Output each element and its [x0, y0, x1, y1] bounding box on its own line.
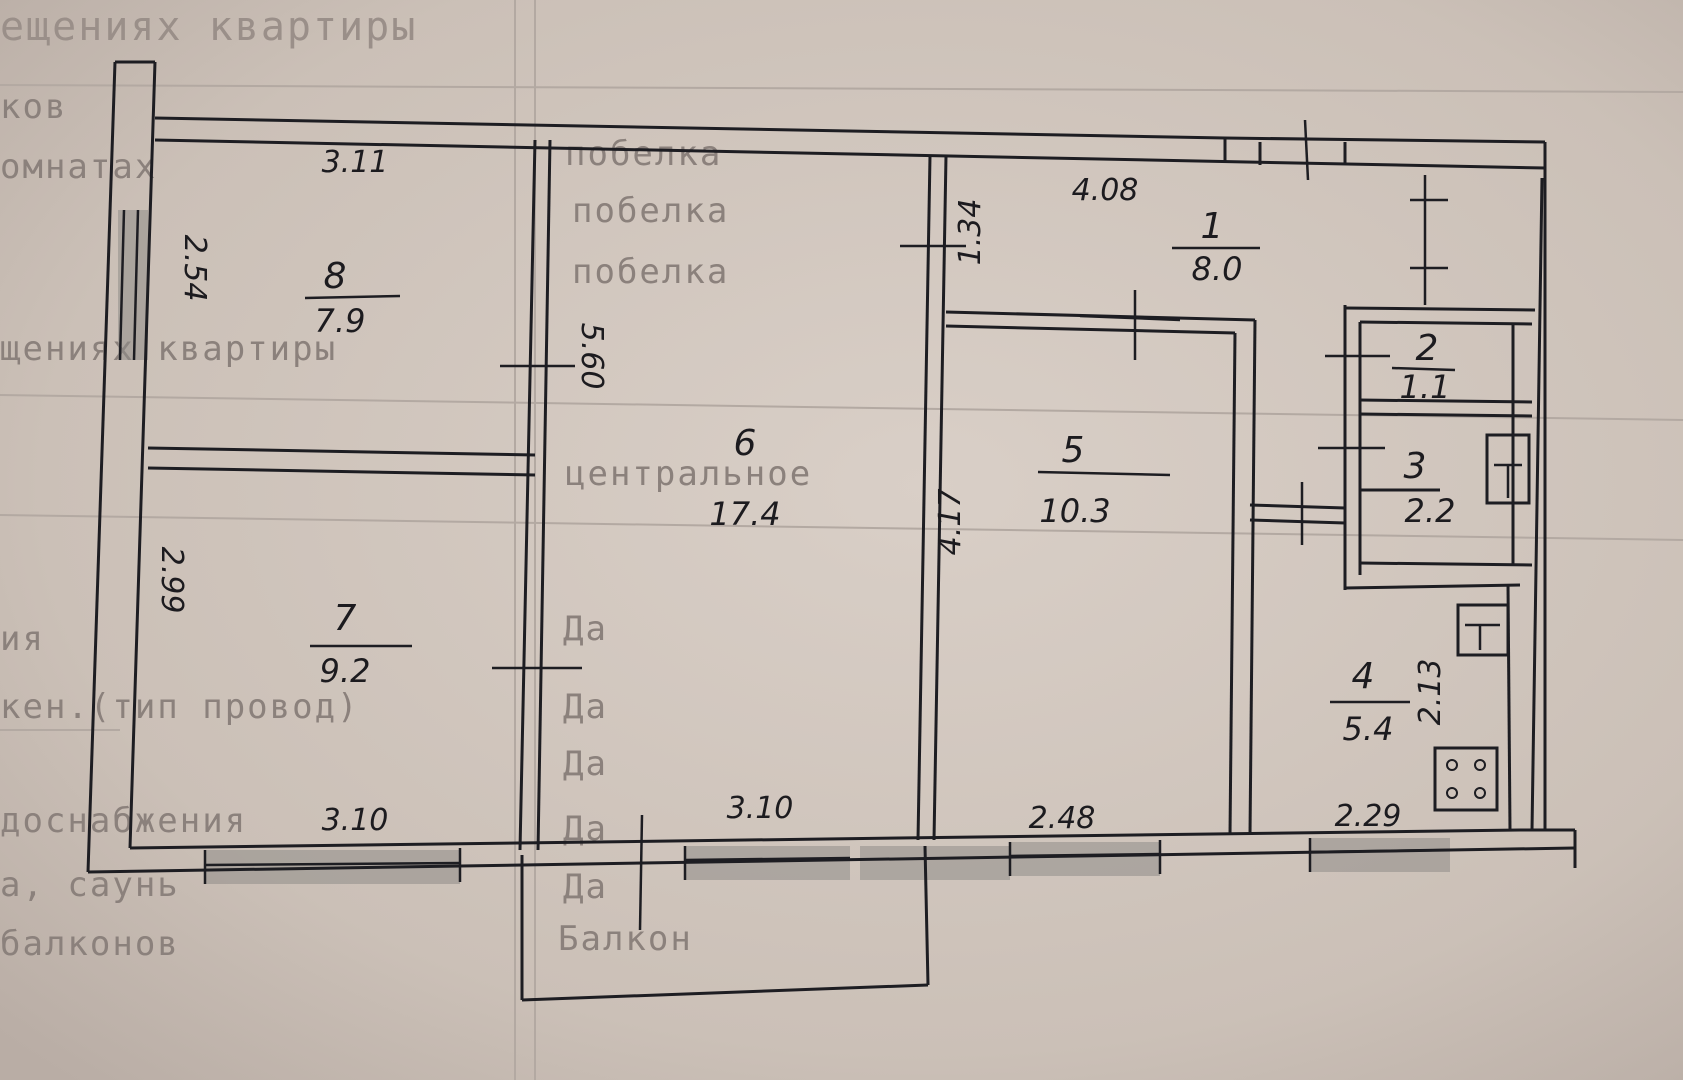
finish-entry-2: побелка: [572, 191, 729, 231]
svg-text:9.2: 9.2: [320, 652, 371, 690]
form-fragment-6: доснабжения: [0, 801, 247, 841]
svg-text:8.0: 8.0: [1192, 250, 1243, 288]
dim-room6-width: 3.10: [727, 791, 794, 826]
room-2-label: 2 1.1: [1391, 328, 1456, 406]
dim-room5-width: 2.48: [1029, 801, 1096, 836]
svg-text:17.4: 17.4: [709, 495, 780, 533]
dim-room4-depth: 2.13: [1413, 659, 1448, 726]
room-5-label: 5 10.3: [1037, 430, 1171, 530]
dim-room6-depth: 5.60: [574, 323, 609, 390]
window-room5: [1010, 842, 1160, 876]
dim-room8-width: 3.11: [322, 145, 389, 180]
room-3-label: 3 2.2: [1404, 446, 1456, 530]
svg-text:2: 2: [1416, 328, 1439, 369]
window-room4: [1310, 838, 1450, 872]
finish-entry-1: побелка: [565, 134, 722, 174]
finish-entry-4: центральное: [565, 454, 812, 494]
bathtub-fixture: [1485, 433, 1531, 505]
dim-room4-width: 2.29: [1335, 799, 1402, 834]
form-fragment-1: ков: [0, 87, 67, 127]
room-4-label: 4 5.4: [1330, 656, 1410, 748]
form-fragment-3: щениях квартиры: [0, 329, 337, 369]
door-marks: [492, 175, 1448, 931]
svg-text:2.2: 2.2: [1405, 492, 1456, 530]
finish-entry-balcony: Балкон: [558, 919, 693, 959]
svg-text:4: 4: [1352, 656, 1375, 697]
background-form-text: ещениях квартиры ков омнатах щениях квар…: [0, 4, 812, 964]
dim-room1-width: 4.08: [1072, 173, 1139, 208]
room-7-label: 7 9.2: [310, 598, 412, 690]
finish-entry-5: Да: [563, 609, 608, 649]
stove-icon: [1433, 746, 1499, 812]
dim-room7-width: 3.10: [322, 803, 389, 838]
svg-text:8: 8: [324, 256, 347, 297]
finish-entry-7: Да: [563, 744, 608, 784]
svg-text:3: 3: [1404, 446, 1427, 487]
finish-entry-3: побелка: [572, 252, 729, 292]
dimension-labels: 3.11 2.54 4.08 1.34 5.60 2.99 4.17 2.13 …: [154, 145, 1448, 838]
room-labels: 8 7.9 7 9.2 6 17.4 5 10.3 1 8.0 2 1.1: [304, 206, 1456, 748]
svg-text:7.9: 7.9: [315, 302, 366, 340]
windows: [118, 210, 1450, 884]
form-fragment-5: кен.(тип провод): [0, 687, 360, 727]
form-header-fragment: ещениях квартиры: [0, 4, 417, 50]
svg-text:5.4: 5.4: [1343, 710, 1394, 748]
svg-text:10.3: 10.3: [1039, 492, 1110, 530]
dim-room5-depth: 4.17: [933, 489, 968, 556]
form-fragment-2: омнатах: [0, 147, 157, 187]
form-fragment-4: ия: [0, 619, 45, 659]
wall-segment-shade: [860, 846, 1010, 880]
svg-text:1: 1: [1201, 206, 1224, 247]
svg-text:7: 7: [334, 598, 357, 639]
svg-text:5: 5: [1062, 430, 1085, 471]
dim-room8-depth: 2.54: [177, 235, 212, 302]
form-fragment-8: балконов: [0, 924, 180, 964]
room-6-label: 6 17.4: [709, 423, 780, 533]
dim-room1-depth: 1.34: [953, 199, 988, 266]
sink-fixture: [1456, 603, 1510, 657]
dim-room7-depth: 2.99: [154, 547, 189, 614]
svg-text:6: 6: [734, 423, 757, 464]
finish-entry-9: Да: [563, 867, 608, 907]
room-1-label: 1 8.0: [1172, 206, 1260, 288]
svg-text:1.1: 1.1: [1400, 368, 1451, 406]
walls: [86, 60, 1577, 1002]
room-8-label: 8 7.9: [304, 256, 401, 340]
finish-entry-6: Да: [563, 687, 608, 727]
